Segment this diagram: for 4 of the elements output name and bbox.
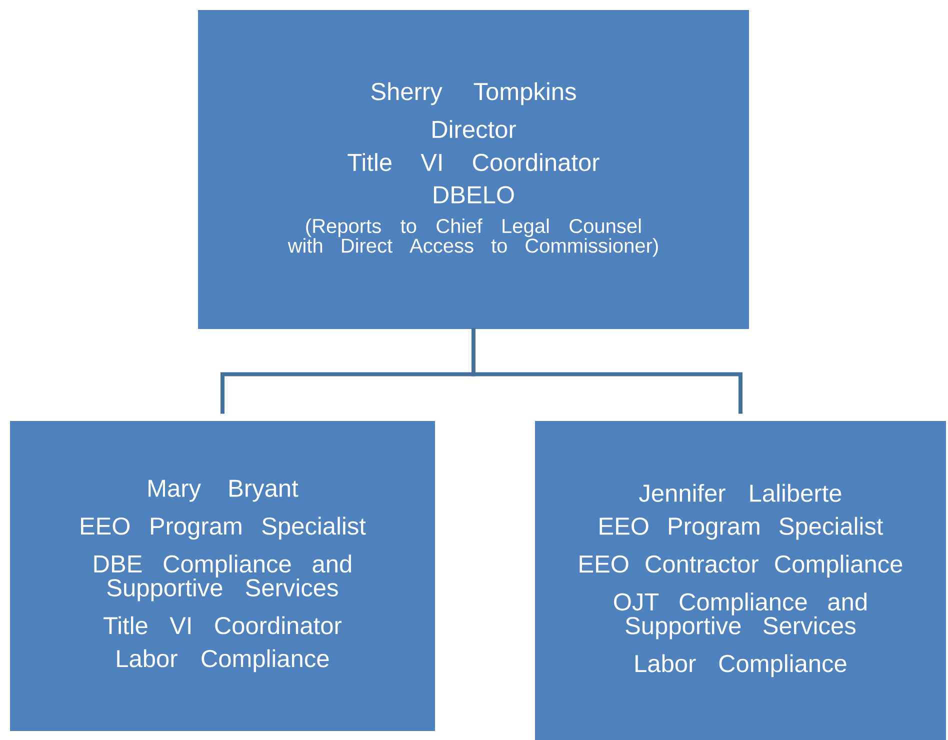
person-box: Jennifer Laliberte EEO Program Specialist EEO Contractor Compliance OJT Compliance and Supportive Services Labor Compliance (535, 421, 946, 740)
person-box: Sherry Tompkins Director Title VI Coordinator DBELO (Reports to Chief Legal Counsel with Direct Access to Commissioner) (198, 10, 749, 329)
connector-line (472, 328, 742, 414)
person-box: Mary Bryant EEO Program Specialist DBE Compliance and Supportive Services Title VI Coordinator Labor Compliance (10, 421, 435, 731)
